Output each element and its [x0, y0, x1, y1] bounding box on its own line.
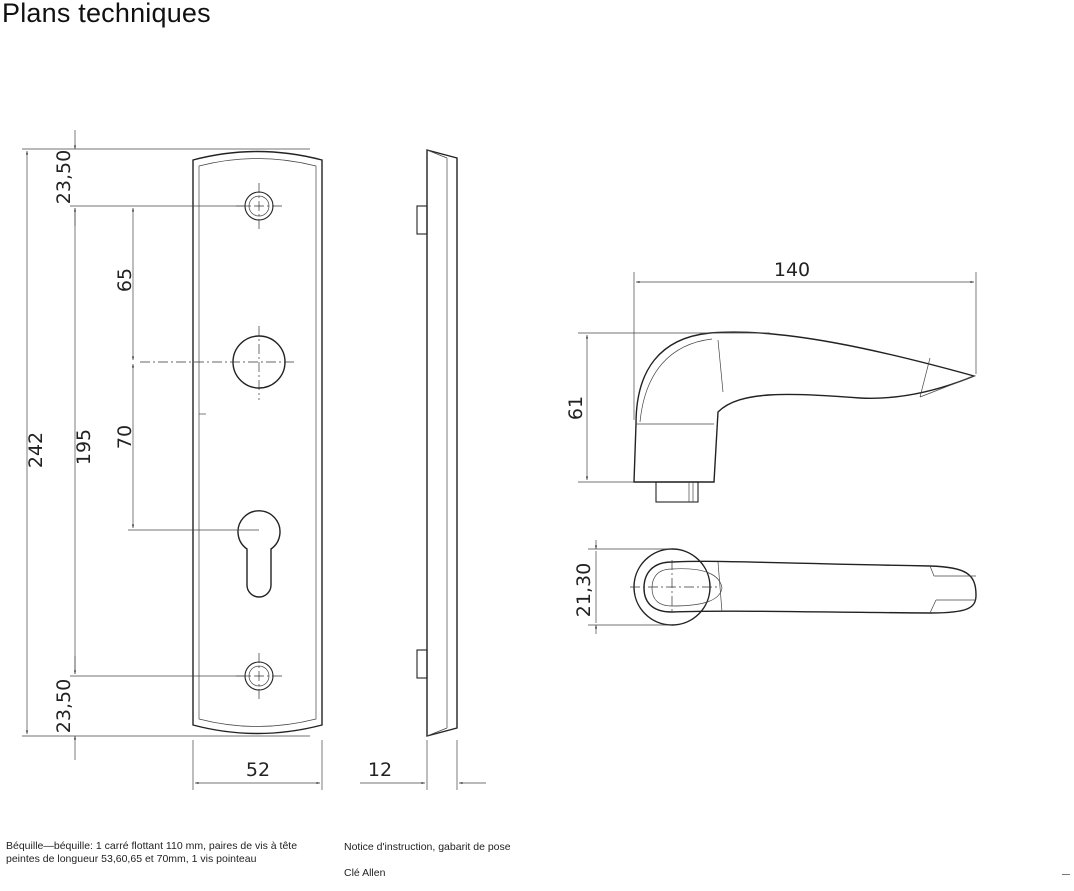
page-title: Plans techniques	[2, 0, 211, 28]
contents-note: Béquille—béquille: 1 carré flottant 110 …	[6, 840, 336, 866]
handle-top-view: 21,30	[573, 540, 977, 634]
instructions-note: Notice d'instruction, gabarit de pose	[344, 841, 511, 853]
handle-side-view: 140 61	[565, 259, 977, 503]
contents-line-1: Béquille—béquille: 1 carré flottant 110 …	[6, 840, 298, 852]
front-dimensions: 242 195 23,50 23,50 65 70 52	[22, 130, 323, 790]
key-note: Clé Allen	[344, 867, 386, 879]
corner-mark	[1062, 874, 1070, 875]
dim-total-height: 242	[25, 432, 47, 468]
plate-front-view	[140, 150, 323, 735]
dim-bottom-screw: 23,50	[53, 679, 75, 733]
dim-screw-distance: 195	[73, 429, 95, 465]
dim-top-screw: 23,50	[53, 150, 75, 204]
dim-spacing-lower: 70	[114, 425, 136, 449]
contents-line-2: peintes de longueur 53,60,65 et 70mm, 1 …	[6, 853, 257, 865]
cylinder-hole	[237, 510, 281, 598]
plate-side-view: 12	[360, 149, 486, 790]
dim-handle-length: 140	[774, 259, 810, 281]
dim-rose-width: 21,30	[573, 563, 595, 617]
dim-spacing-upper: 65	[114, 268, 136, 292]
dim-handle-height: 61	[565, 396, 587, 420]
dim-plate-thickness: 12	[368, 759, 392, 781]
dim-plate-width: 52	[246, 759, 270, 781]
